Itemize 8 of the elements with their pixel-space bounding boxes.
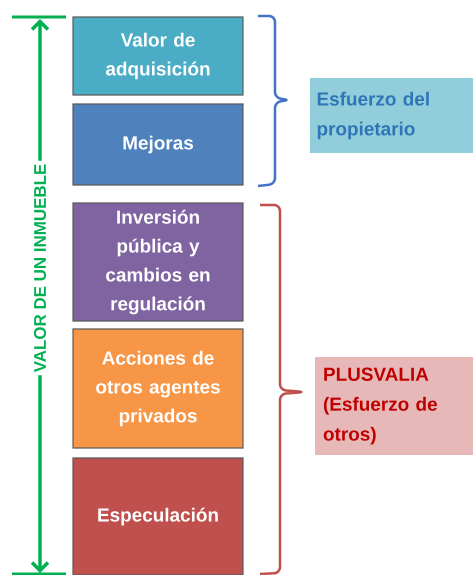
stack-box: Especulación bbox=[72, 457, 244, 575]
stack-box: Inversión pública y cambios en regulación bbox=[72, 202, 244, 322]
stack-box: Acciones de otros agentes privados bbox=[72, 328, 244, 449]
group-label-box: Esfuerzo del propietario bbox=[310, 78, 473, 153]
stack-box: Mejoras bbox=[72, 103, 244, 186]
group-label-box: PLUSVALIA (Esfuerzo de otros) bbox=[315, 357, 473, 455]
stack-box: Valor de adquisición bbox=[72, 16, 244, 96]
axis-label: VALOR DE UN INMUEBLE bbox=[31, 160, 49, 376]
